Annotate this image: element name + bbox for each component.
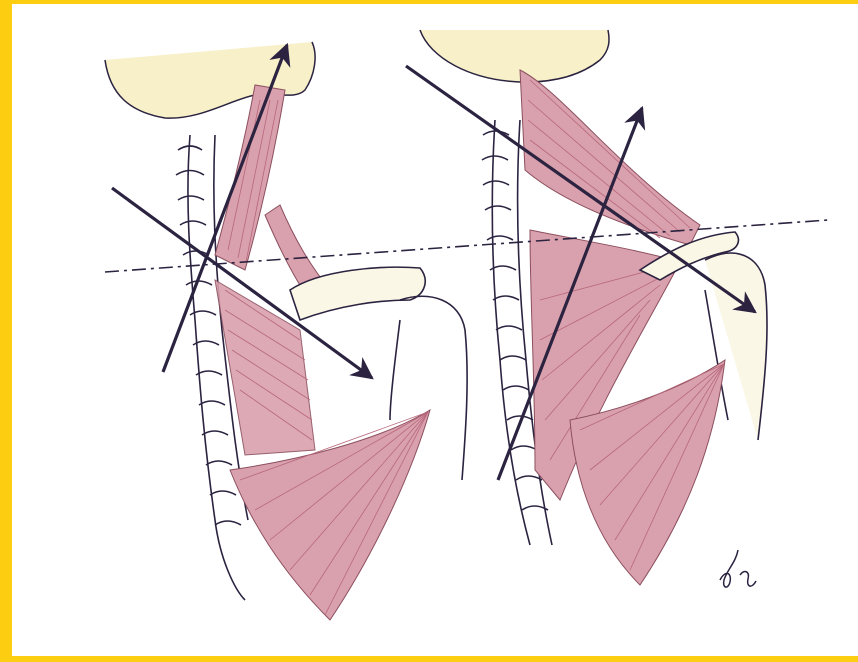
right-figure: [406, 30, 767, 585]
right-skull-outline: [420, 30, 609, 82]
left-figure: [105, 42, 467, 620]
artist-signature: [720, 550, 756, 587]
